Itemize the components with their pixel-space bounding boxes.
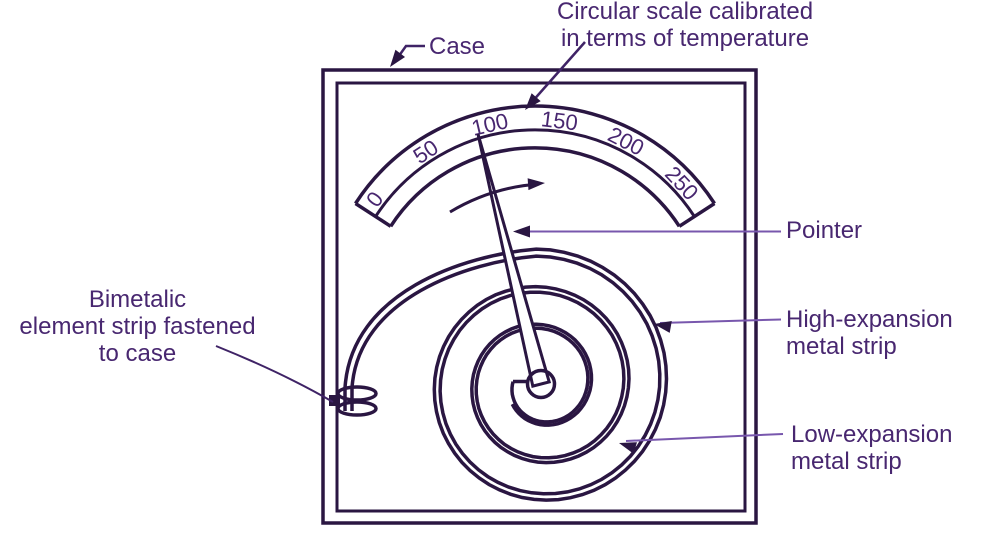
pointer-shaft [525, 368, 557, 400]
label-bimetallic-line1: Bimetalic [88, 286, 187, 313]
fastener-loop-bottom [336, 400, 378, 417]
label-high-expansion-line1: High-expansion [786, 306, 953, 333]
label-high-expansion-line2: metal strip [786, 333, 897, 360]
bimetallic-leader-curve [215, 345, 334, 403]
fastener-block [329, 395, 340, 406]
label-low-expansion-line2: metal strip [791, 448, 902, 475]
scale-label-150: 150 [540, 106, 579, 135]
label-scale-note-line2: in terms of temperature [560, 25, 810, 52]
label-case: Case [429, 33, 486, 60]
scale-inner-arc [389, 146, 681, 228]
label-scale-note: Circular scale calibrated in terms of te… [520, 0, 850, 52]
scale-middle-arc [374, 128, 696, 218]
scale-left-endcap [354, 202, 392, 228]
scale-outer-arc [354, 104, 716, 205]
label-low-expansion: Low-expansion metal strip [791, 421, 952, 475]
label-bimetallic-line2: element strip fastened [19, 313, 256, 340]
scale-right-endcap [678, 202, 716, 228]
case-leader-arrowhead-icon [390, 49, 406, 67]
case-inner-wall [335, 81, 747, 513]
label-bimetallic: Bimetalic element strip fastened to case [0, 286, 275, 367]
label-bimetallic-line3: to case [98, 340, 177, 367]
scale-label-200: 200 [604, 122, 648, 161]
scale-label-50: 50 [409, 135, 443, 169]
rotation-direction-arrowhead-icon [527, 178, 545, 191]
high-expansion-leader-arrowhead-icon [654, 321, 672, 333]
case-outer-wall [321, 68, 758, 525]
label-low-expansion-line1: Low-expansion [791, 421, 953, 448]
low-expansion-strip-line [350, 254, 662, 496]
low-expansion-leader-arrowhead-icon [619, 442, 638, 454]
scale-note-leader-line [530, 41, 586, 104]
label-scale-note-line1: Circular scale calibrated [556, 0, 814, 25]
scale-note-leader-arrowhead-icon [525, 93, 541, 110]
scale-label-250: 250 [660, 161, 703, 205]
pointer-needle [476, 133, 552, 388]
high-expansion-strip-line [343, 247, 669, 502]
high-expansion-leader-line [659, 318, 782, 324]
label-pointer: Pointer [786, 217, 863, 244]
label-high-expansion: High-expansion metal strip [786, 306, 953, 360]
fastener-loop-top [336, 385, 378, 402]
low-expansion-leader-line [625, 433, 784, 442]
pointer-leader-arrowhead-icon [513, 225, 530, 238]
